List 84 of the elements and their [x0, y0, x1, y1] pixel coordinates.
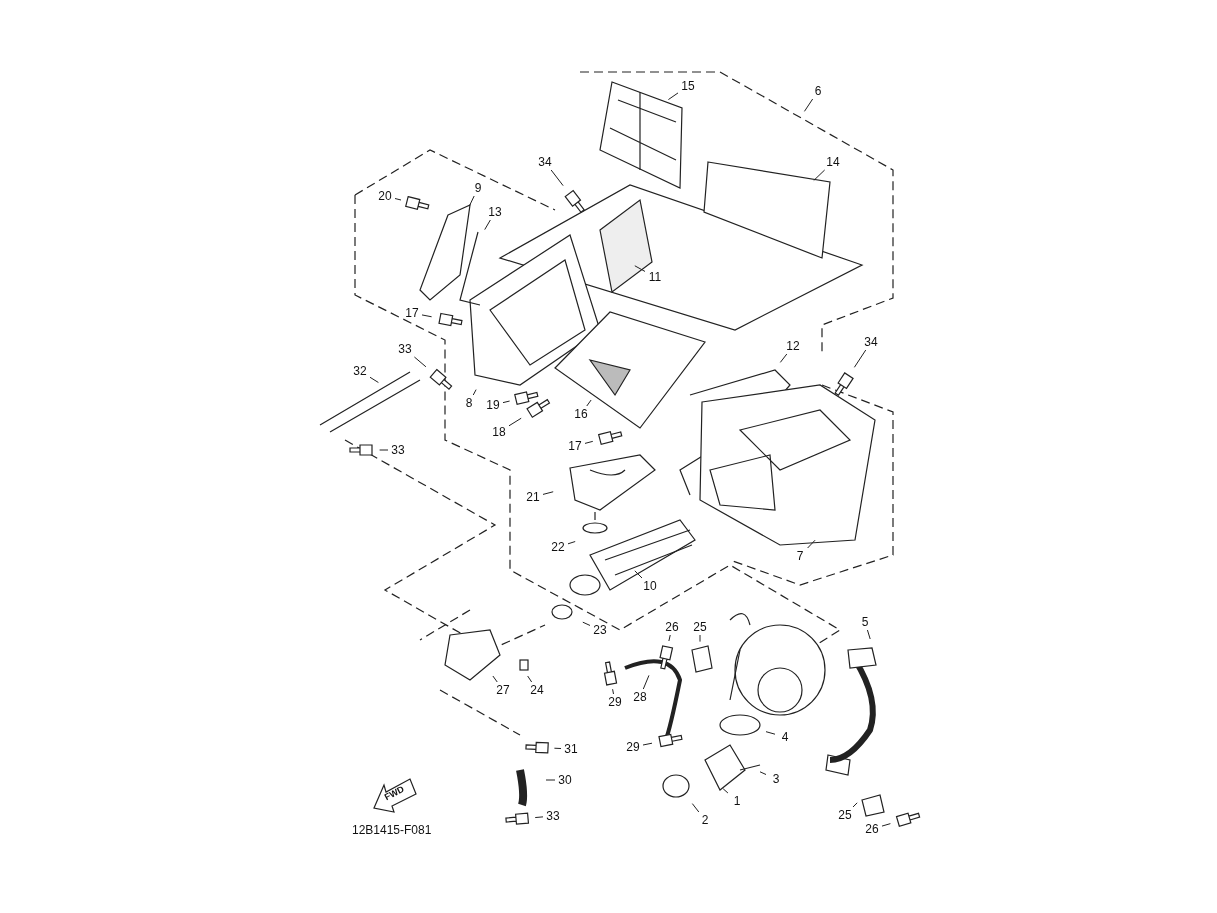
callout-number: 6	[808, 84, 828, 98]
leader-line	[691, 803, 700, 813]
leader-line	[779, 353, 788, 363]
callout-number: 3	[766, 772, 786, 786]
callout-number: 26	[862, 822, 882, 836]
leader-line	[545, 779, 556, 781]
leader-line	[484, 219, 491, 231]
leader-line	[534, 816, 544, 819]
leader-line	[582, 621, 591, 626]
leader-line	[699, 634, 701, 643]
callout-number: 2	[695, 813, 715, 827]
leader-line	[379, 449, 389, 451]
leader-line	[468, 195, 475, 207]
callout-number: 11	[645, 270, 665, 284]
callout-number: 18	[489, 425, 509, 439]
leader-line	[668, 634, 671, 642]
callout-number: 8	[459, 396, 479, 410]
leader-line	[612, 688, 614, 695]
callout-number: 34	[535, 155, 555, 169]
leader-line	[807, 539, 816, 549]
callout-number: 7	[790, 549, 810, 563]
leader-line	[634, 265, 646, 272]
leader-line	[586, 399, 592, 407]
callout-number: 24	[527, 683, 547, 697]
callout-number: 28	[630, 690, 650, 704]
callout-number: 34	[861, 335, 881, 349]
callout-number: 17	[565, 439, 585, 453]
drawing-number: 12B1415-F081	[352, 823, 432, 837]
callout-number: 29	[623, 740, 643, 754]
leader-line	[369, 376, 379, 383]
callout-number: 15	[678, 79, 698, 93]
callout-number: 32	[350, 364, 370, 378]
callout-number: 33	[388, 443, 408, 457]
leader-line	[642, 674, 650, 690]
leader-line	[667, 92, 679, 101]
leader-line	[567, 541, 576, 545]
callout-number: 12	[783, 339, 803, 353]
callout-number: 16	[571, 407, 591, 421]
callout-number: 33	[395, 342, 415, 356]
leader-line	[813, 169, 826, 181]
leader-line	[413, 356, 427, 368]
leader-line	[502, 400, 511, 404]
callout-number: 33	[543, 809, 563, 823]
callout-number: 14	[823, 155, 843, 169]
leader-line	[722, 788, 729, 794]
leader-line	[421, 314, 433, 318]
callout-number: 19	[483, 398, 503, 412]
callout-number: 22	[548, 540, 568, 554]
callout-number: 17	[402, 306, 422, 320]
leader-line	[759, 771, 767, 775]
leader-line	[642, 742, 653, 746]
callout-number: 5	[855, 615, 875, 629]
leader-line	[472, 389, 477, 396]
leader-line	[881, 823, 891, 827]
callout-number: 27	[493, 683, 513, 697]
callout-number: 31	[561, 742, 581, 756]
callout-number: 20	[375, 189, 395, 203]
leader-line	[852, 802, 858, 808]
callout-number: 13	[485, 205, 505, 219]
callout-number: 1	[727, 794, 747, 808]
leader-line	[584, 440, 594, 444]
leader-line	[866, 629, 871, 640]
callout-number: 4	[775, 730, 795, 744]
leader-line	[765, 731, 776, 735]
callout-number: 25	[835, 808, 855, 822]
leader-line	[553, 747, 562, 749]
callout-number: 10	[640, 579, 660, 593]
callout-number: 26	[662, 620, 682, 634]
callout-number: 9	[468, 181, 488, 195]
leader-line	[803, 98, 814, 112]
leader-line	[550, 169, 564, 187]
leader-line	[542, 491, 554, 495]
leader-line	[853, 349, 867, 368]
leader-line	[527, 675, 533, 683]
callout-number: 30	[555, 773, 575, 787]
direction-label: FWD	[382, 783, 406, 803]
leader-line	[492, 675, 498, 683]
callout-number: 21	[523, 490, 543, 504]
leader-line	[634, 570, 643, 579]
callout-number: 25	[690, 620, 710, 634]
callout-number: 29	[605, 695, 625, 709]
callout-number: 23	[590, 623, 610, 637]
leader-line	[508, 417, 522, 427]
leader-line	[394, 198, 402, 201]
